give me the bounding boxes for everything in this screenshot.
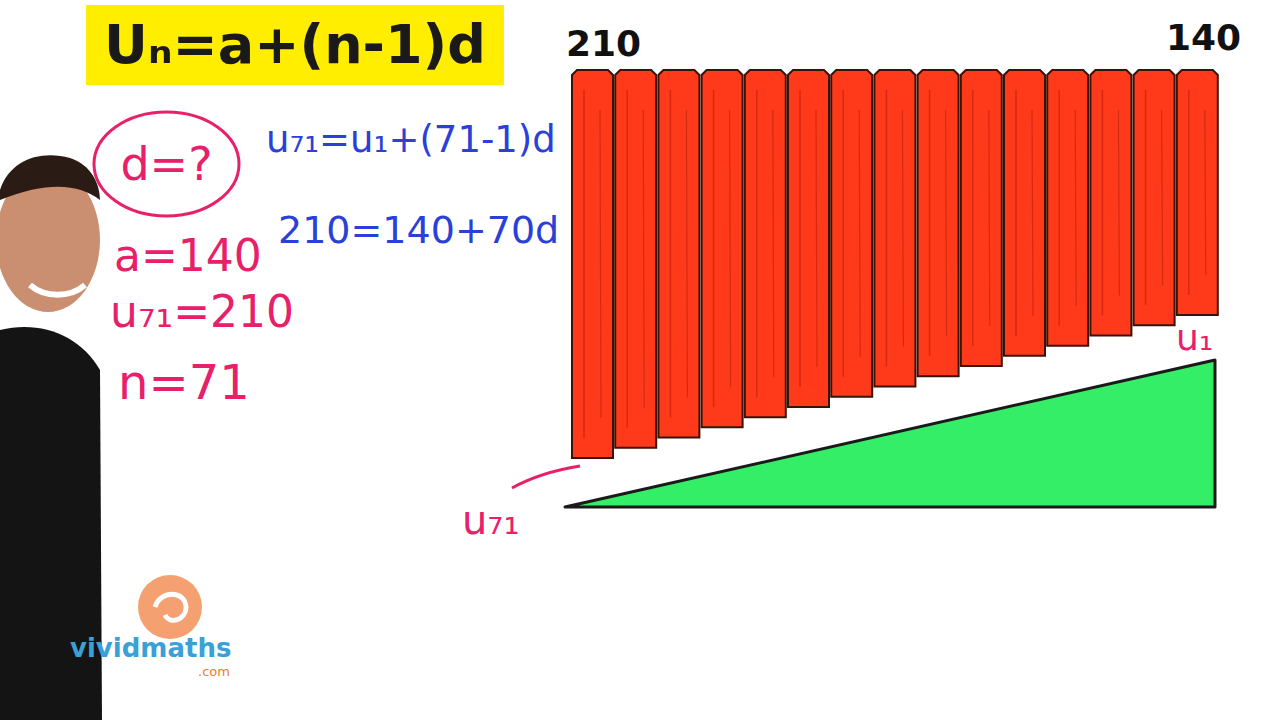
wood-grain xyxy=(670,90,672,418)
plank-body xyxy=(1177,70,1218,315)
wood-grain xyxy=(730,110,731,387)
fence-plank xyxy=(1004,70,1045,356)
logo-swirl xyxy=(155,594,186,620)
ground-slope xyxy=(565,360,1215,507)
plank-body xyxy=(615,70,656,448)
logo-circle xyxy=(138,575,202,639)
wood-grain xyxy=(1032,110,1033,316)
plank-body xyxy=(788,70,829,407)
wood-grain xyxy=(1205,110,1206,275)
wood-grain xyxy=(799,90,801,387)
height-label: 210 xyxy=(566,24,641,64)
plank-body xyxy=(961,70,1002,366)
wood-grain xyxy=(816,110,817,367)
fence-plank xyxy=(831,70,872,397)
fence-plank xyxy=(918,70,959,376)
node-text: d=? xyxy=(120,139,212,190)
wood-grain xyxy=(713,90,715,407)
wood-grain xyxy=(842,90,844,377)
wood-grain xyxy=(1102,90,1104,315)
logo-mark xyxy=(138,575,202,639)
wood-grain xyxy=(1015,90,1017,336)
wood-grain xyxy=(583,90,585,438)
wood-grain xyxy=(756,90,758,397)
leader-line xyxy=(512,466,580,488)
plank-body xyxy=(1004,70,1045,356)
wood-grain xyxy=(1075,110,1076,306)
plank-body xyxy=(745,70,786,417)
fence-plank xyxy=(1177,70,1218,315)
fence-plank xyxy=(1134,70,1175,325)
given-value: u₇₁=210 xyxy=(110,288,294,336)
wood-grain xyxy=(773,110,774,377)
given-value: a=140 xyxy=(114,232,262,280)
term-label: u₇₁ xyxy=(462,498,519,542)
wood-grain xyxy=(686,110,687,398)
fence-plank xyxy=(874,70,915,387)
working-equation: u₇₁=u₁+(71-1)d xyxy=(266,120,556,161)
plank-body xyxy=(918,70,959,376)
circle-outline xyxy=(94,112,239,216)
wood-grain xyxy=(989,110,990,326)
working-equation: 210=140+70d xyxy=(278,210,559,252)
logo-text: vividmaths xyxy=(70,634,231,663)
logo-text: .com xyxy=(198,665,230,679)
fence-plank xyxy=(1090,70,1131,335)
wood-grain xyxy=(600,110,601,418)
fence-plank xyxy=(1047,70,1088,346)
presenter-smile xyxy=(30,285,85,295)
fence-plank xyxy=(702,70,743,427)
plank-body xyxy=(874,70,915,387)
formula-box: Uₙ=a+(n-1)d xyxy=(86,5,504,85)
fence-plank xyxy=(658,70,699,438)
wood-grain xyxy=(902,110,903,347)
wood-grain xyxy=(626,90,628,428)
plank-body xyxy=(572,70,613,458)
fence-plank xyxy=(961,70,1002,366)
wood-grain xyxy=(643,110,644,408)
circled-unknown: d=? xyxy=(92,110,241,218)
plank-body xyxy=(1047,70,1088,346)
wood-grain xyxy=(1118,110,1119,295)
wood-grain xyxy=(946,110,947,336)
node-text: Uₙ=a+(n-1)d xyxy=(104,15,486,74)
wood-grain xyxy=(1058,90,1060,326)
wood-grain xyxy=(859,110,860,357)
wood-grain xyxy=(886,90,888,367)
fence-plank xyxy=(572,70,613,458)
given-value: n=71 xyxy=(118,356,250,409)
plank-body xyxy=(1134,70,1175,325)
fence-plank xyxy=(745,70,786,417)
fence-plank xyxy=(788,70,829,407)
height-label: 140 xyxy=(1166,18,1241,58)
plank-body xyxy=(658,70,699,438)
wood-grain xyxy=(929,90,931,356)
wood-grain xyxy=(1162,110,1163,285)
wood-grain xyxy=(972,90,974,346)
plank-body xyxy=(702,70,743,427)
plank-body xyxy=(1090,70,1131,335)
plank-body xyxy=(831,70,872,397)
term-label: u₁ xyxy=(1176,318,1213,358)
wood-grain xyxy=(1145,90,1147,305)
wood-grain xyxy=(1188,90,1190,295)
presenter-hair xyxy=(0,155,100,200)
fence-plank xyxy=(615,70,656,448)
